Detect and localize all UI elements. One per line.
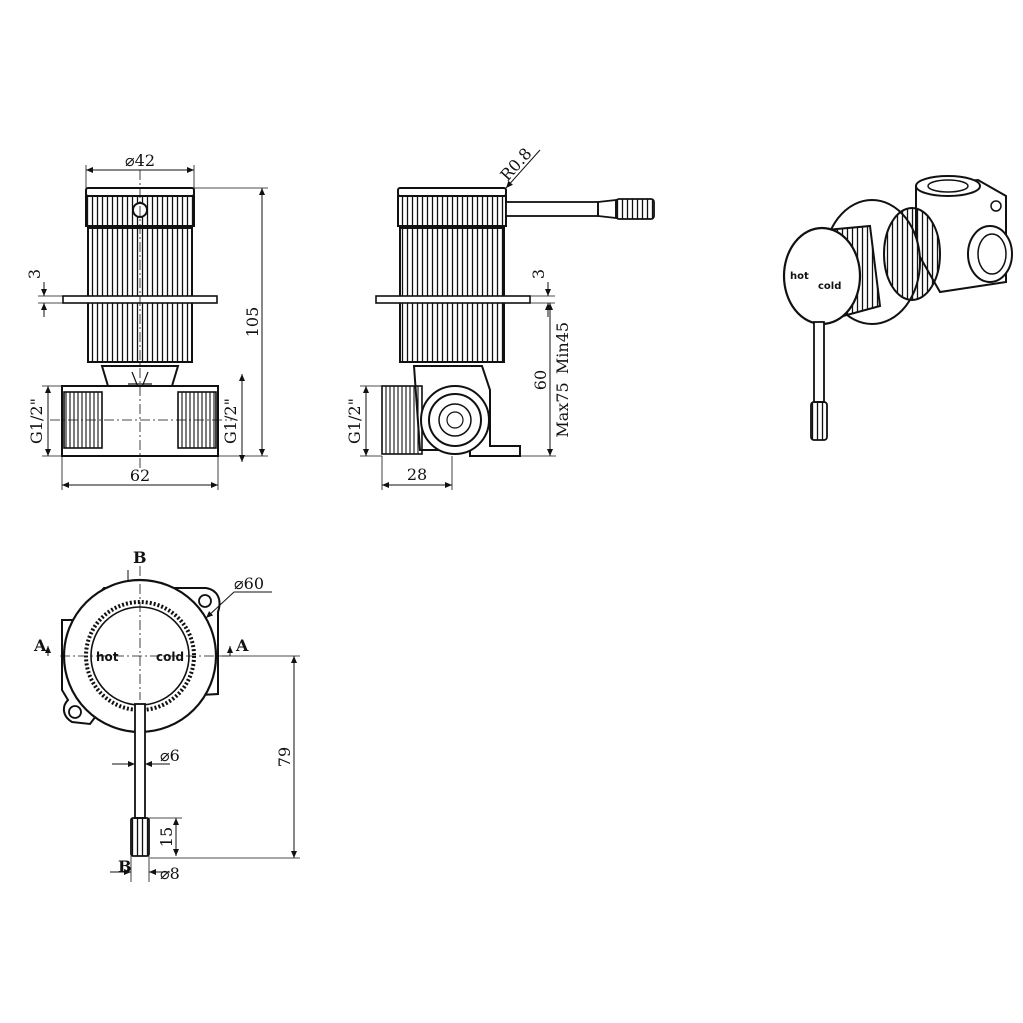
front-diameter-label: ⌀42 [125,151,155,170]
side-cap-rim [397,187,507,197]
side-outlet-outer [420,385,490,455]
iso-top-port [915,175,981,197]
front-flange-offset-label: 3 [25,269,44,279]
iso-lever-grip [810,401,828,441]
side-cap-knurl [397,195,507,227]
side-handle-body [399,227,505,363]
side-lever [505,201,599,217]
plan-mount-hole-top [198,594,212,608]
plan-cold-label: cold [156,650,184,664]
side-max-depth-label: Max75 [553,382,572,437]
iso-view: hot cold [782,175,1013,441]
iso-lever [813,321,825,403]
iso-body-knurl [883,207,941,301]
plan-lever-grip [130,817,150,857]
front-view: ⌀42 105 3 G1/2" G1/2" 62 [25,151,268,490]
iso-cold-label: cold [818,281,841,292]
front-thread-right-label: G1/2" [221,398,240,444]
side-flange [375,295,531,304]
section-b-bottom: B [118,857,132,876]
side-radius-label: R0.8 [496,144,535,185]
side-width-label: 28 [407,465,427,484]
iso-hot-label: hot [790,271,809,282]
section-a-left: A [33,636,47,655]
section-b-top: B [133,548,147,567]
side-thread [381,385,423,455]
side-flange-offset-label: 3 [529,269,548,279]
plan-hot-label: hot [96,650,119,664]
side-min-depth-label: Min45 [553,322,572,374]
plan-view: hot cold B A A B ⌀60 ⌀6 79 15 [33,548,300,883]
front-thread-left-label: G1/2" [27,398,46,444]
plan-lever-diameter-label: ⌀6 [160,746,180,765]
plan-lever [134,703,146,819]
iso-side-port [967,225,1013,283]
plan-lever-length-label: 79 [275,747,294,767]
plan-grip-diameter-label: ⌀8 [160,864,180,883]
side-lever-grip [615,198,655,220]
side-depth-label: 60 [531,370,550,390]
front-height-label: 105 [243,307,262,338]
side-thread-label: G1/2" [345,398,364,444]
plan-mount-hole-bottom [68,705,82,719]
plan-plate-diameter-label: ⌀60 [234,574,264,593]
side-view: R0.8 3 60 Min45 Max75 G1/2" 28 [345,144,655,490]
section-a-right: A [235,636,249,655]
front-width-label: 62 [130,466,150,485]
plan-grip-length-label: 15 [157,827,176,847]
